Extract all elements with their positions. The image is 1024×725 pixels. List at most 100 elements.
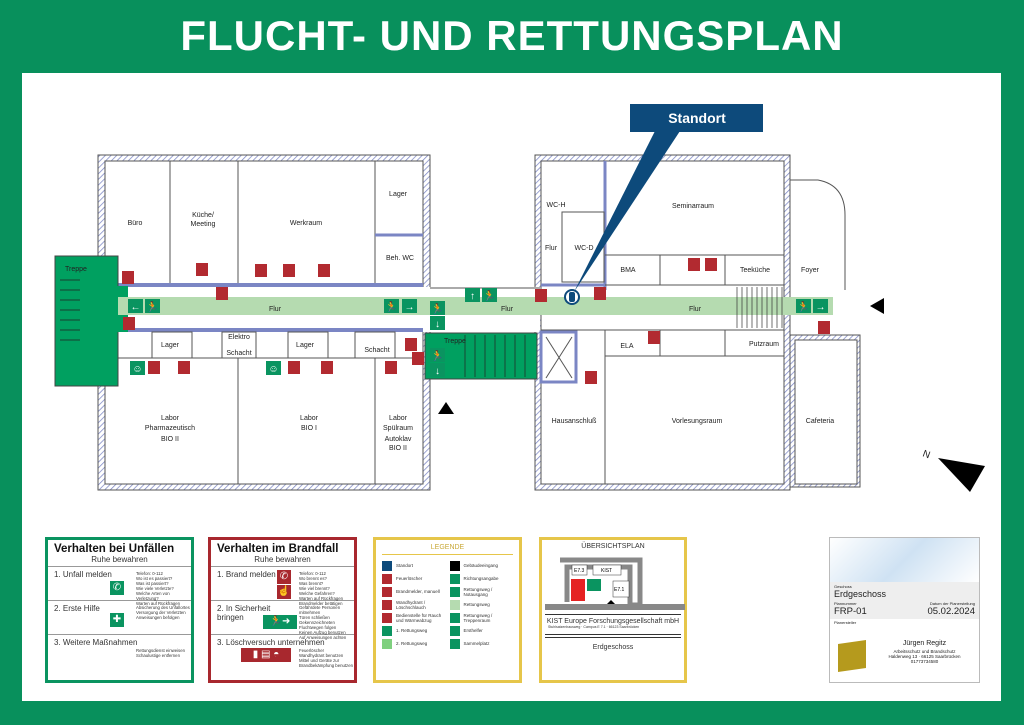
exit-right-icon: 🏃➜	[263, 615, 297, 629]
legend-item: Rettungsweg / Treppenraum	[449, 611, 514, 624]
legend-item: Feuerlöscher	[382, 572, 446, 585]
legend-symbol-icon	[382, 625, 392, 636]
panel-unfall: Verhalten bei Unfällen Ruhe bewahren 1. …	[45, 537, 194, 683]
entrance-markers	[438, 298, 884, 414]
extinguisher-icons: ▮ ▤ ◓	[241, 648, 291, 662]
fire-equipment-sign-icon	[216, 287, 228, 300]
label: Geschoss	[834, 584, 852, 589]
escape-sign-icon	[130, 361, 145, 375]
creator-phone: 01773734580	[910, 659, 939, 664]
legend-symbol-icon	[449, 625, 460, 636]
escape-sign-icon	[430, 348, 445, 362]
legend-title: LEGENDE	[382, 544, 513, 555]
room-label: Küche/	[192, 212, 214, 219]
legend-item: Richtungsangabe	[449, 572, 514, 585]
room-label: Putzraum	[749, 341, 779, 348]
legend-label: Feuerlöscher	[396, 576, 423, 581]
room-label: BIO II	[161, 436, 179, 443]
creator-line: Arbeitsschutz und Brandschutz	[893, 649, 956, 654]
room-label: Treppe	[444, 338, 466, 345]
legend-label: Gebäudeeingang	[463, 563, 499, 568]
step-label: 3. Weitere Maßnahmen	[54, 638, 138, 647]
legend-label: Ersthelfer	[463, 628, 483, 633]
step-label: 3. Löschversuch unternehmen	[217, 638, 325, 647]
creator-name: Jürgen Regitz	[902, 640, 947, 647]
room-label: ELA	[620, 343, 634, 350]
stairs-right	[736, 287, 783, 328]
legend-symbol-icon	[382, 612, 392, 623]
svg-text:☺: ☺	[268, 364, 278, 375]
label: Datum der Planerstellung	[929, 601, 975, 606]
svg-text:N: N	[921, 448, 932, 461]
svg-text:→: →	[405, 302, 415, 313]
legend-item: Bedienstelle für Rauch und Wärmeabzug	[382, 611, 446, 624]
legend-label: Brandmelder, manuell	[396, 589, 440, 594]
svg-text:→: →	[816, 302, 826, 313]
room-label: Werkraum	[290, 220, 322, 227]
legend-label: Bedienstelle für Rauch und Wärmeabzug	[396, 612, 442, 623]
panel-uebersicht: ÜBERSICHTSPLAN E7.3 KIST E7.1 KIST Europ…	[539, 537, 687, 683]
legend-label: Wandhydrant / Löschschlauch	[396, 599, 426, 610]
room-label: Teeküche	[740, 267, 770, 274]
room-label: Beh. WC	[386, 255, 414, 262]
svg-text:E7.1: E7.1	[614, 587, 625, 593]
panel-title: Verhalten im Brandfall	[217, 543, 339, 555]
plan-number: FRP-01	[834, 606, 867, 617]
legend-symbol-icon	[449, 586, 460, 597]
safety-signs: ←🏃☺☺🏃→🏃↓🏃↓↑🏃🏃→	[122, 258, 830, 384]
legend-label: Richtungsangabe	[463, 576, 499, 581]
legend-label: Standort	[396, 563, 414, 568]
legend-item: Brandmelder, manuell	[382, 585, 446, 598]
step-text: Telefon: 0-112 Wo brennt es? Was brennt?…	[299, 571, 344, 606]
svg-text:🏃: 🏃	[431, 302, 443, 315]
fire-equipment-sign-icon	[705, 258, 717, 271]
fire-equipment-sign-icon	[585, 371, 597, 384]
room-label: Lager	[389, 191, 408, 198]
svg-text:🏃: 🏃	[385, 300, 397, 313]
svg-text:↓: ↓	[435, 366, 440, 377]
room-label: Flur	[689, 306, 702, 313]
fire-equipment-sign-icon	[321, 361, 333, 374]
legend-item: Rettungsweg	[449, 598, 514, 611]
overview-title: ÜBERSICHTSPLAN	[581, 543, 645, 550]
escape-sign-icon	[430, 316, 445, 330]
panel-subtitle: Ruhe bewahren	[48, 555, 191, 567]
fire-equipment-sign-icon	[594, 287, 606, 300]
room-label: BIO II	[389, 445, 407, 452]
plan-date: 05.02.2024	[927, 606, 975, 617]
room-label: BMA	[620, 267, 636, 274]
legend-label: 1. Rettungsweg	[396, 628, 428, 633]
legend-symbol-icon	[449, 599, 460, 610]
escape-sign-icon	[482, 288, 497, 302]
room-label: Labor	[161, 415, 180, 422]
step-text: Absicherung des Unfallortes Versorgung d…	[136, 605, 190, 620]
svg-text:↓: ↓	[435, 319, 440, 330]
svg-text:E7.3: E7.3	[574, 568, 585, 574]
svg-text:←: ←	[131, 302, 141, 313]
legend-item: Standort	[382, 559, 446, 572]
fire-phone-icon: ✆	[277, 570, 291, 584]
legend-symbol-icon	[382, 638, 392, 649]
step-label: 1. Brand melden	[217, 570, 276, 579]
room-label: Hausanschluß	[552, 418, 597, 425]
company-address: Stuhlsatzenhausweg · Campus E 7.1 · 6612…	[545, 625, 681, 635]
stairwells	[54, 255, 538, 387]
step-label: 2. Erste Hilfe	[54, 604, 100, 613]
room-label: Spülraum	[383, 425, 413, 432]
fire-equipment-sign-icon	[648, 331, 660, 344]
legend-symbol-icon	[382, 599, 392, 610]
panel-brand: Verhalten im Brandfall Ruhe bewahren 1. …	[208, 537, 357, 683]
escape-sign-icon	[813, 299, 828, 313]
standort-label: Standort	[668, 110, 726, 126]
step-text: Rettungsdienst einweisen Schaulustige en…	[136, 648, 185, 658]
escape-sign-icon	[796, 299, 811, 313]
standort-callout: Standort	[564, 104, 763, 305]
legend-symbol-icon	[449, 612, 460, 623]
escape-sign-icon	[402, 299, 417, 313]
room-labels: Büro Küche/ Meeting Werkraum Lager Beh. …	[65, 191, 834, 452]
geschoss-value: Erdgeschoss	[834, 589, 887, 599]
room-label: WC-H	[546, 202, 565, 209]
fire-equipment-sign-icon	[412, 352, 424, 365]
